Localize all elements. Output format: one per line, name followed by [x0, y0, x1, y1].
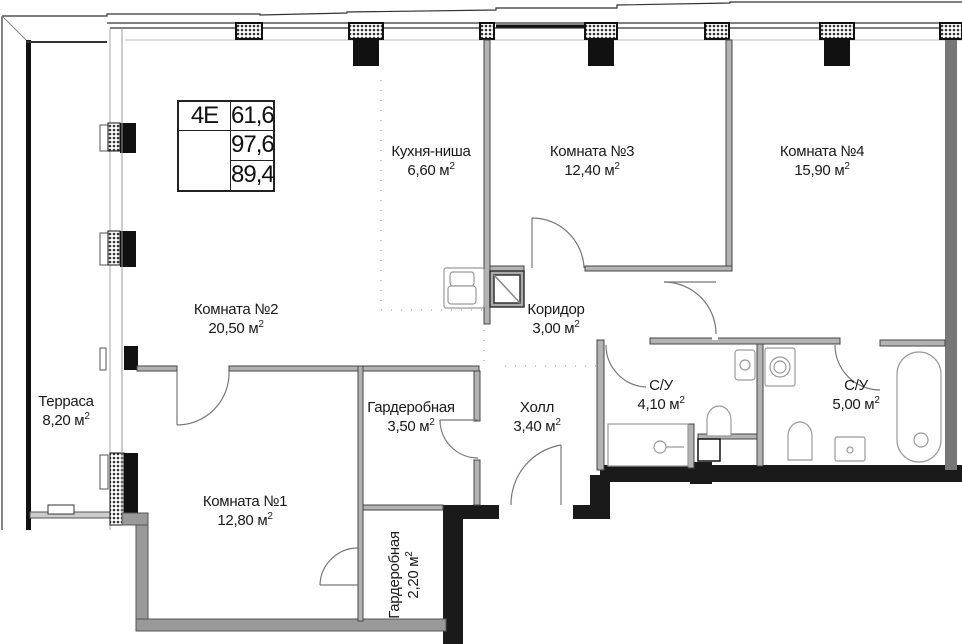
room-area: 6,60 м2 — [407, 161, 455, 180]
room-area: 2,20 м2 — [404, 551, 422, 599]
living-area-value: 61,6 — [231, 102, 275, 132]
room-area: 3,40 м2 — [513, 417, 561, 436]
room-area: 15,90 м2 — [794, 161, 850, 180]
lower-walls — [121, 512, 447, 632]
room-name: Кухня-ниша — [391, 143, 471, 160]
exterior-walls — [443, 40, 962, 644]
room-label-bathroom-2: С/У 5,00 м2 — [832, 376, 879, 414]
room-area: 12,40 м2 — [564, 161, 620, 180]
room-label-terrace: Терраса 8,20 м2 — [38, 392, 94, 430]
room-name: Комната №1 — [202, 493, 288, 510]
room-area: 5,00 м2 — [832, 395, 880, 414]
apartment-info-table: 4E 61,6 97,6 89,4 — [177, 100, 275, 192]
interior-walls — [136, 39, 946, 622]
room-name: Комната №2 — [193, 301, 279, 318]
room-name: Коридор — [527, 301, 585, 318]
room-name: С/У — [649, 377, 673, 394]
room-area: 20,50 м2 — [208, 319, 264, 338]
room-name: Гардеробная — [386, 531, 403, 619]
room-name: Терраса — [38, 393, 94, 410]
window-blocks-top — [235, 22, 962, 66]
room-label-bathroom-1: С/У 4,10 м2 — [637, 376, 684, 414]
room-area: 3,00 м2 — [532, 319, 580, 338]
room-label-wardrobe-1: Гардеробная 3,50 м2 — [367, 398, 455, 436]
room-area: 4,10 м2 — [637, 395, 685, 414]
area-without-terrace-value: 89,4 — [231, 161, 275, 189]
fixtures — [443, 267, 942, 467]
room-label-room-1: Комната №1 12,80 м2 — [202, 492, 288, 530]
room-area: 3,50 м2 — [387, 417, 435, 436]
room-name: Гардеробная — [367, 399, 455, 416]
apartment-info-blank-cell — [179, 131, 231, 190]
room-label-room-3: Комната №3 12,40 м2 — [549, 142, 635, 180]
apartment-code: 4E — [179, 102, 231, 132]
terrace-frame — [1, 15, 111, 530]
room-name: Комната №3 — [549, 143, 635, 160]
zone-boundaries — [380, 80, 600, 367]
room-label-kitchen: Кухня-ниша 6,60 м2 — [391, 142, 470, 180]
room-label-hall: Холл 3,40 м2 — [513, 398, 560, 436]
room-label-room-4: Комната №4 15,90 м2 — [779, 142, 865, 180]
door-swings — [176, 217, 881, 586]
room-area: 12,80 м2 — [217, 511, 273, 530]
room-label-room-2: Комната №2 20,50 м2 — [193, 300, 279, 338]
shaft — [489, 270, 721, 462]
room-label-corridor: Коридор 3,00 м2 — [527, 300, 584, 338]
room-name: Комната №4 — [779, 143, 865, 160]
room-name: Холл — [519, 399, 555, 416]
window-blocks-left — [99, 28, 138, 526]
room-name: С/У — [844, 377, 868, 394]
room-area: 8,20 м2 — [42, 411, 90, 430]
total-area-value: 97,6 — [231, 131, 275, 161]
room-label-wardrobe-2: Гардеробная 2,20 м2 — [385, 531, 423, 618]
